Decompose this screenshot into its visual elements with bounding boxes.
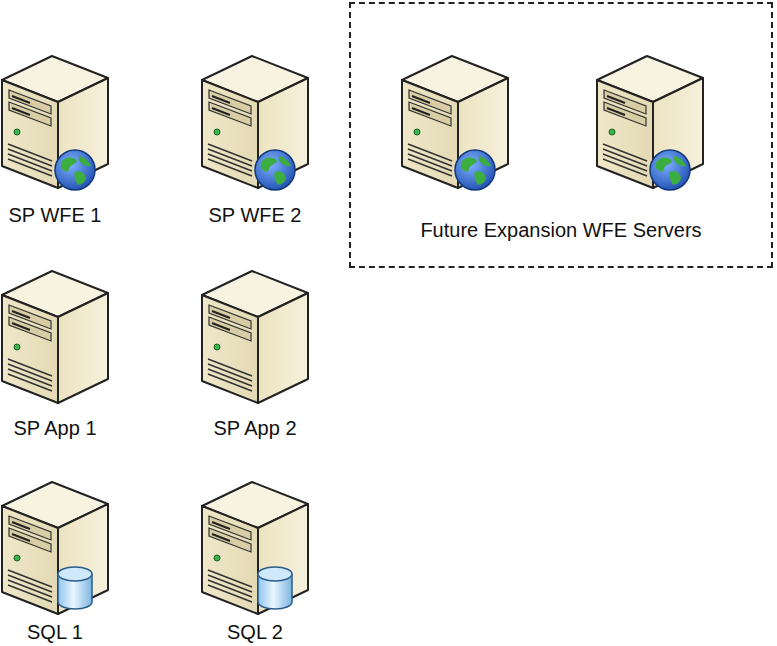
server-node: SQL 1 [0, 466, 130, 646]
server-node: SP App 2 [180, 255, 330, 442]
server-label: SP WFE 2 [180, 203, 330, 227]
server-node: SP App 1 [0, 255, 130, 442]
server-icons [2, 56, 703, 614]
expansion-group: Future Expansion WFE Servers [349, 2, 773, 268]
server-label: SQL 1 [0, 620, 130, 644]
server-node: SQL 2 [180, 466, 330, 646]
server-label: Future Expansion WFE Servers [351, 218, 771, 242]
server-label: SP WFE 1 [0, 203, 130, 227]
server-node: SP WFE 1 [0, 40, 130, 229]
server-label: SQL 2 [180, 620, 330, 644]
server-label: SP App 2 [180, 416, 330, 440]
server-node: SP WFE 2 [180, 40, 330, 229]
server-label: SP App 1 [0, 416, 130, 440]
